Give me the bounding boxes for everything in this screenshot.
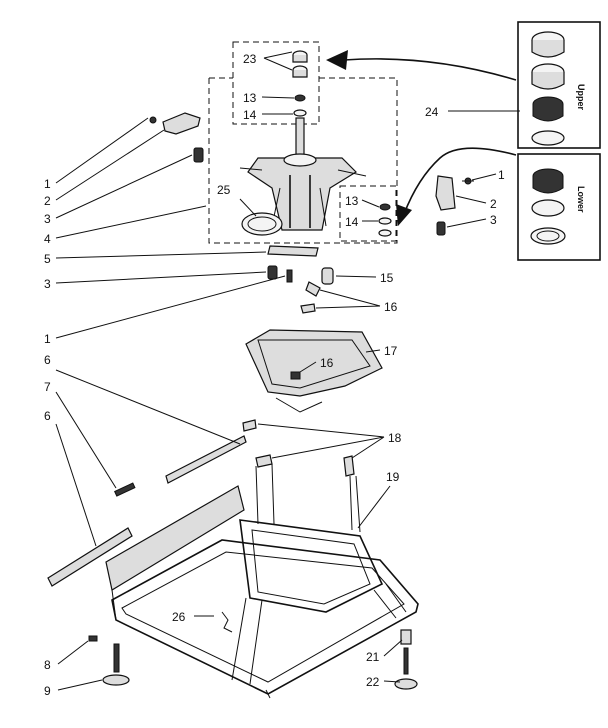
transmission-assembly [239, 50, 392, 237]
leader-lines [55, 50, 520, 691]
label-26: 26 [172, 610, 186, 624]
inset-label-lower: Lower [576, 186, 586, 213]
label-23: 23 [243, 52, 257, 66]
label-24: 24 [425, 105, 439, 119]
label-1-left-bottom: 1 [44, 332, 51, 346]
label-1-left-top: 1 [44, 177, 51, 191]
label-21: 21 [366, 650, 380, 664]
label-16-bottom: 16 [320, 356, 334, 370]
inset-seal-kit [517, 21, 601, 261]
label-3-right: 3 [490, 213, 497, 227]
part-number-labels: 1 2 3 4 5 3 1 6 7 6 8 9 23 13 14 25 24 1… [44, 52, 586, 698]
label-2-left: 2 [44, 194, 51, 208]
label-13-top: 13 [243, 91, 257, 105]
label-7: 7 [44, 380, 51, 394]
support-pan [245, 329, 383, 413]
label-9: 9 [44, 684, 51, 698]
base-frame [88, 463, 419, 699]
brackets [47, 419, 355, 587]
label-3-left-top: 3 [44, 212, 51, 226]
label-13-right: 13 [345, 194, 359, 208]
label-2-right: 2 [490, 197, 497, 211]
label-8: 8 [44, 658, 51, 672]
label-3-left-bottom: 3 [44, 277, 51, 291]
label-5: 5 [44, 252, 51, 266]
label-25: 25 [217, 183, 231, 197]
label-19: 19 [386, 470, 400, 484]
label-22: 22 [366, 675, 380, 689]
dashed-callout-boxes [208, 41, 398, 244]
label-16-top: 16 [384, 300, 398, 314]
label-18: 18 [388, 431, 402, 445]
label-1-right: 1 [498, 168, 505, 182]
label-4: 4 [44, 232, 51, 246]
label-14-right: 14 [345, 215, 359, 229]
hardware-parts [149, 112, 474, 314]
label-15: 15 [380, 271, 394, 285]
label-14-top: 14 [243, 108, 257, 122]
label-6-top: 6 [44, 353, 51, 367]
label-17: 17 [384, 344, 398, 358]
label-6-bottom: 6 [44, 409, 51, 423]
inset-label-upper: Upper [576, 84, 586, 111]
